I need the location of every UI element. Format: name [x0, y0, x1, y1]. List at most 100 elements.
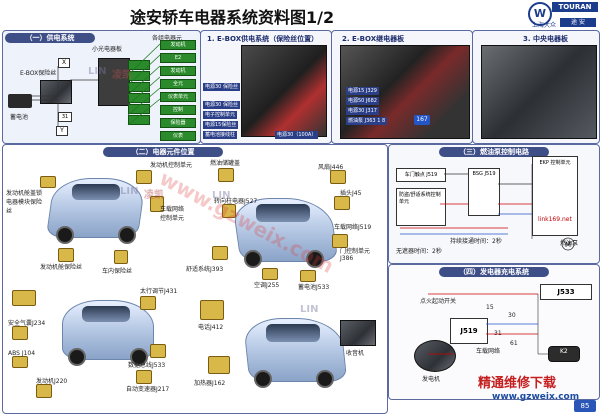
lower-left-label-5: 数据总线J533 [128, 362, 166, 369]
charging-k2: K2 [560, 348, 568, 355]
mid-car-label-4: 插头J45 [340, 190, 362, 197]
load-item: 仪表 [160, 131, 196, 141]
car-window-4 [266, 324, 320, 342]
watermark-lin-1: LIN [88, 66, 107, 77]
terminal-x: X [61, 59, 67, 66]
left-car-label-3: 车载网络控制单元 [160, 206, 185, 222]
component-3b [12, 326, 28, 340]
car-wheel-3b [130, 348, 148, 366]
green-connector-bar [128, 60, 150, 130]
mid-car-label-3: 风扇J446 [318, 164, 344, 171]
relay-label-j317: 电源30 J317 [346, 107, 379, 115]
fuel-link: link169.net [538, 216, 572, 223]
watermark-lin-2: LIN [120, 186, 139, 197]
fuel-note-2: 无遮器时间：2秒 [396, 248, 442, 255]
relay-block-image [98, 58, 130, 106]
charging-j519: J519 [460, 327, 478, 335]
car-window-2 [256, 204, 310, 222]
lower-left-label-1: 太行调节J431 [140, 288, 178, 295]
car-wheel-2b [306, 250, 324, 268]
component-2c [330, 170, 346, 184]
watermark-brand-1: 凌凯 [112, 70, 132, 81]
component-3a [12, 290, 36, 306]
mid-car-label-7: 舒适系统J393 [186, 266, 224, 273]
component-1a [40, 176, 56, 188]
charging-panel: （四）发电器充电系统 [388, 264, 600, 400]
central-elec-panel: 3. 中央电器板 [472, 30, 600, 144]
ebox-label-a: 电源30 保险丝 [203, 83, 240, 91]
load-item: 保险器 [160, 118, 196, 128]
component-3c [12, 356, 28, 368]
fuel-note-1: 持续接通时间：2秒 [450, 238, 502, 245]
charging-label-30: 30 [508, 312, 516, 319]
watermark-brand-2: 凌凯 [144, 190, 164, 201]
terminal-31-box: 31 [58, 112, 72, 122]
component-2f [212, 246, 228, 260]
watermark-lin-5: LIN [212, 190, 231, 201]
radio-image [340, 320, 376, 346]
component-2d [334, 196, 350, 210]
svg-text:M: M [565, 241, 571, 249]
relay-label-j682: 电源50 J682 [346, 97, 379, 105]
left-car-label-5: 车内保险丝 [102, 268, 133, 275]
ebox-label-g: 电源30（100A） [275, 131, 319, 139]
alternator-image [414, 340, 456, 372]
load-item: 全元 [160, 79, 196, 89]
page-number: 85 [580, 402, 590, 410]
load-item: 发动机 [160, 40, 196, 50]
mid-car-label-8: 空调J255 [254, 282, 280, 289]
load-item: 仪表单元 [160, 92, 196, 102]
component-1b [136, 170, 152, 184]
car-wheel-3a [68, 348, 86, 366]
fuel-fuse-label: 车门触点 J519 [404, 172, 438, 178]
page-number-badge: 85 [574, 400, 596, 412]
small-fuse-label: 小光电器板 [92, 46, 123, 53]
fuel-pump-label: 燃油泵 [560, 240, 579, 247]
ebox-fuse-label: E-BOX保险丝 [20, 70, 57, 77]
ebox-relay-panel: 2. E-BOX继电器板 电源15 J329 电源50 J682 电源30 J3… [331, 30, 473, 144]
fuel-fuse-block: 车门触点 J519 [396, 168, 446, 182]
component-2b [222, 204, 236, 218]
ebox-fuse-photo [241, 45, 327, 137]
ebox-label-d: 电源15保险丝 [203, 121, 239, 129]
component-3f [150, 344, 166, 358]
brand-name: TOURAN [552, 2, 598, 12]
fuel-bsg-label: BSG J519 [472, 171, 496, 177]
car-wheel-2a [244, 250, 262, 268]
brand-model: 途 安 [560, 18, 596, 27]
relay-label-j363: 燃油泵 J363 1 8 [346, 117, 388, 125]
car-window-3 [82, 306, 130, 322]
lower-left-label-4: 发动机J220 [36, 378, 68, 385]
component-2g [262, 268, 278, 280]
brand-company: 上海大众 [532, 22, 557, 29]
mid-car-label-5: 车载网络J519 [334, 224, 372, 231]
charging-ignition: 点火起动开关 [420, 298, 457, 305]
car-wheel-1b [118, 226, 136, 244]
left-car-label-2: 发动机控制单元 [150, 162, 193, 169]
bottom-watermark-site2: 精通维修下载 [478, 376, 557, 391]
bottom-watermark-site: www.gzweix.com [492, 392, 580, 402]
ebox-label-e: 蓄电池接线柱 [203, 131, 238, 139]
left-car-label-4: 发动机舱保险丝 [40, 264, 83, 271]
component-1d [58, 248, 74, 262]
load-item: 发动机 [160, 66, 196, 76]
component-4b [208, 356, 230, 374]
relay-tag: 167 [414, 115, 430, 125]
component-1c [150, 196, 164, 212]
component-3g [136, 370, 152, 384]
fuel-ekp-box: EKP 控制单元 [532, 156, 578, 236]
section-title-central: 3. 中央电器板 [523, 35, 568, 43]
k2-lamp-image [548, 346, 580, 362]
section-title-ebox: 1. E-BOX供电系统（保险丝位置） [207, 35, 319, 43]
component-2e [332, 234, 348, 248]
mid-car-label-2: 转向柱电器J527 [214, 198, 258, 205]
terminal-x-box: X [58, 58, 70, 68]
ebox-fuse-image [40, 80, 72, 104]
charging-j533-box: J533 [540, 284, 592, 300]
lower-right-label-3: 收音机 [346, 350, 365, 357]
loads-list: 发动机 E2 发动机 全元 仪表单元 控制 保险器 仪表 [160, 40, 196, 141]
lower-left-label-6: 自动变速器J217 [126, 386, 170, 393]
page-title: 途安轿车电器系统资料图1/2 [130, 8, 335, 27]
load-item: E2 [160, 53, 196, 63]
power-wiring [32, 43, 161, 126]
